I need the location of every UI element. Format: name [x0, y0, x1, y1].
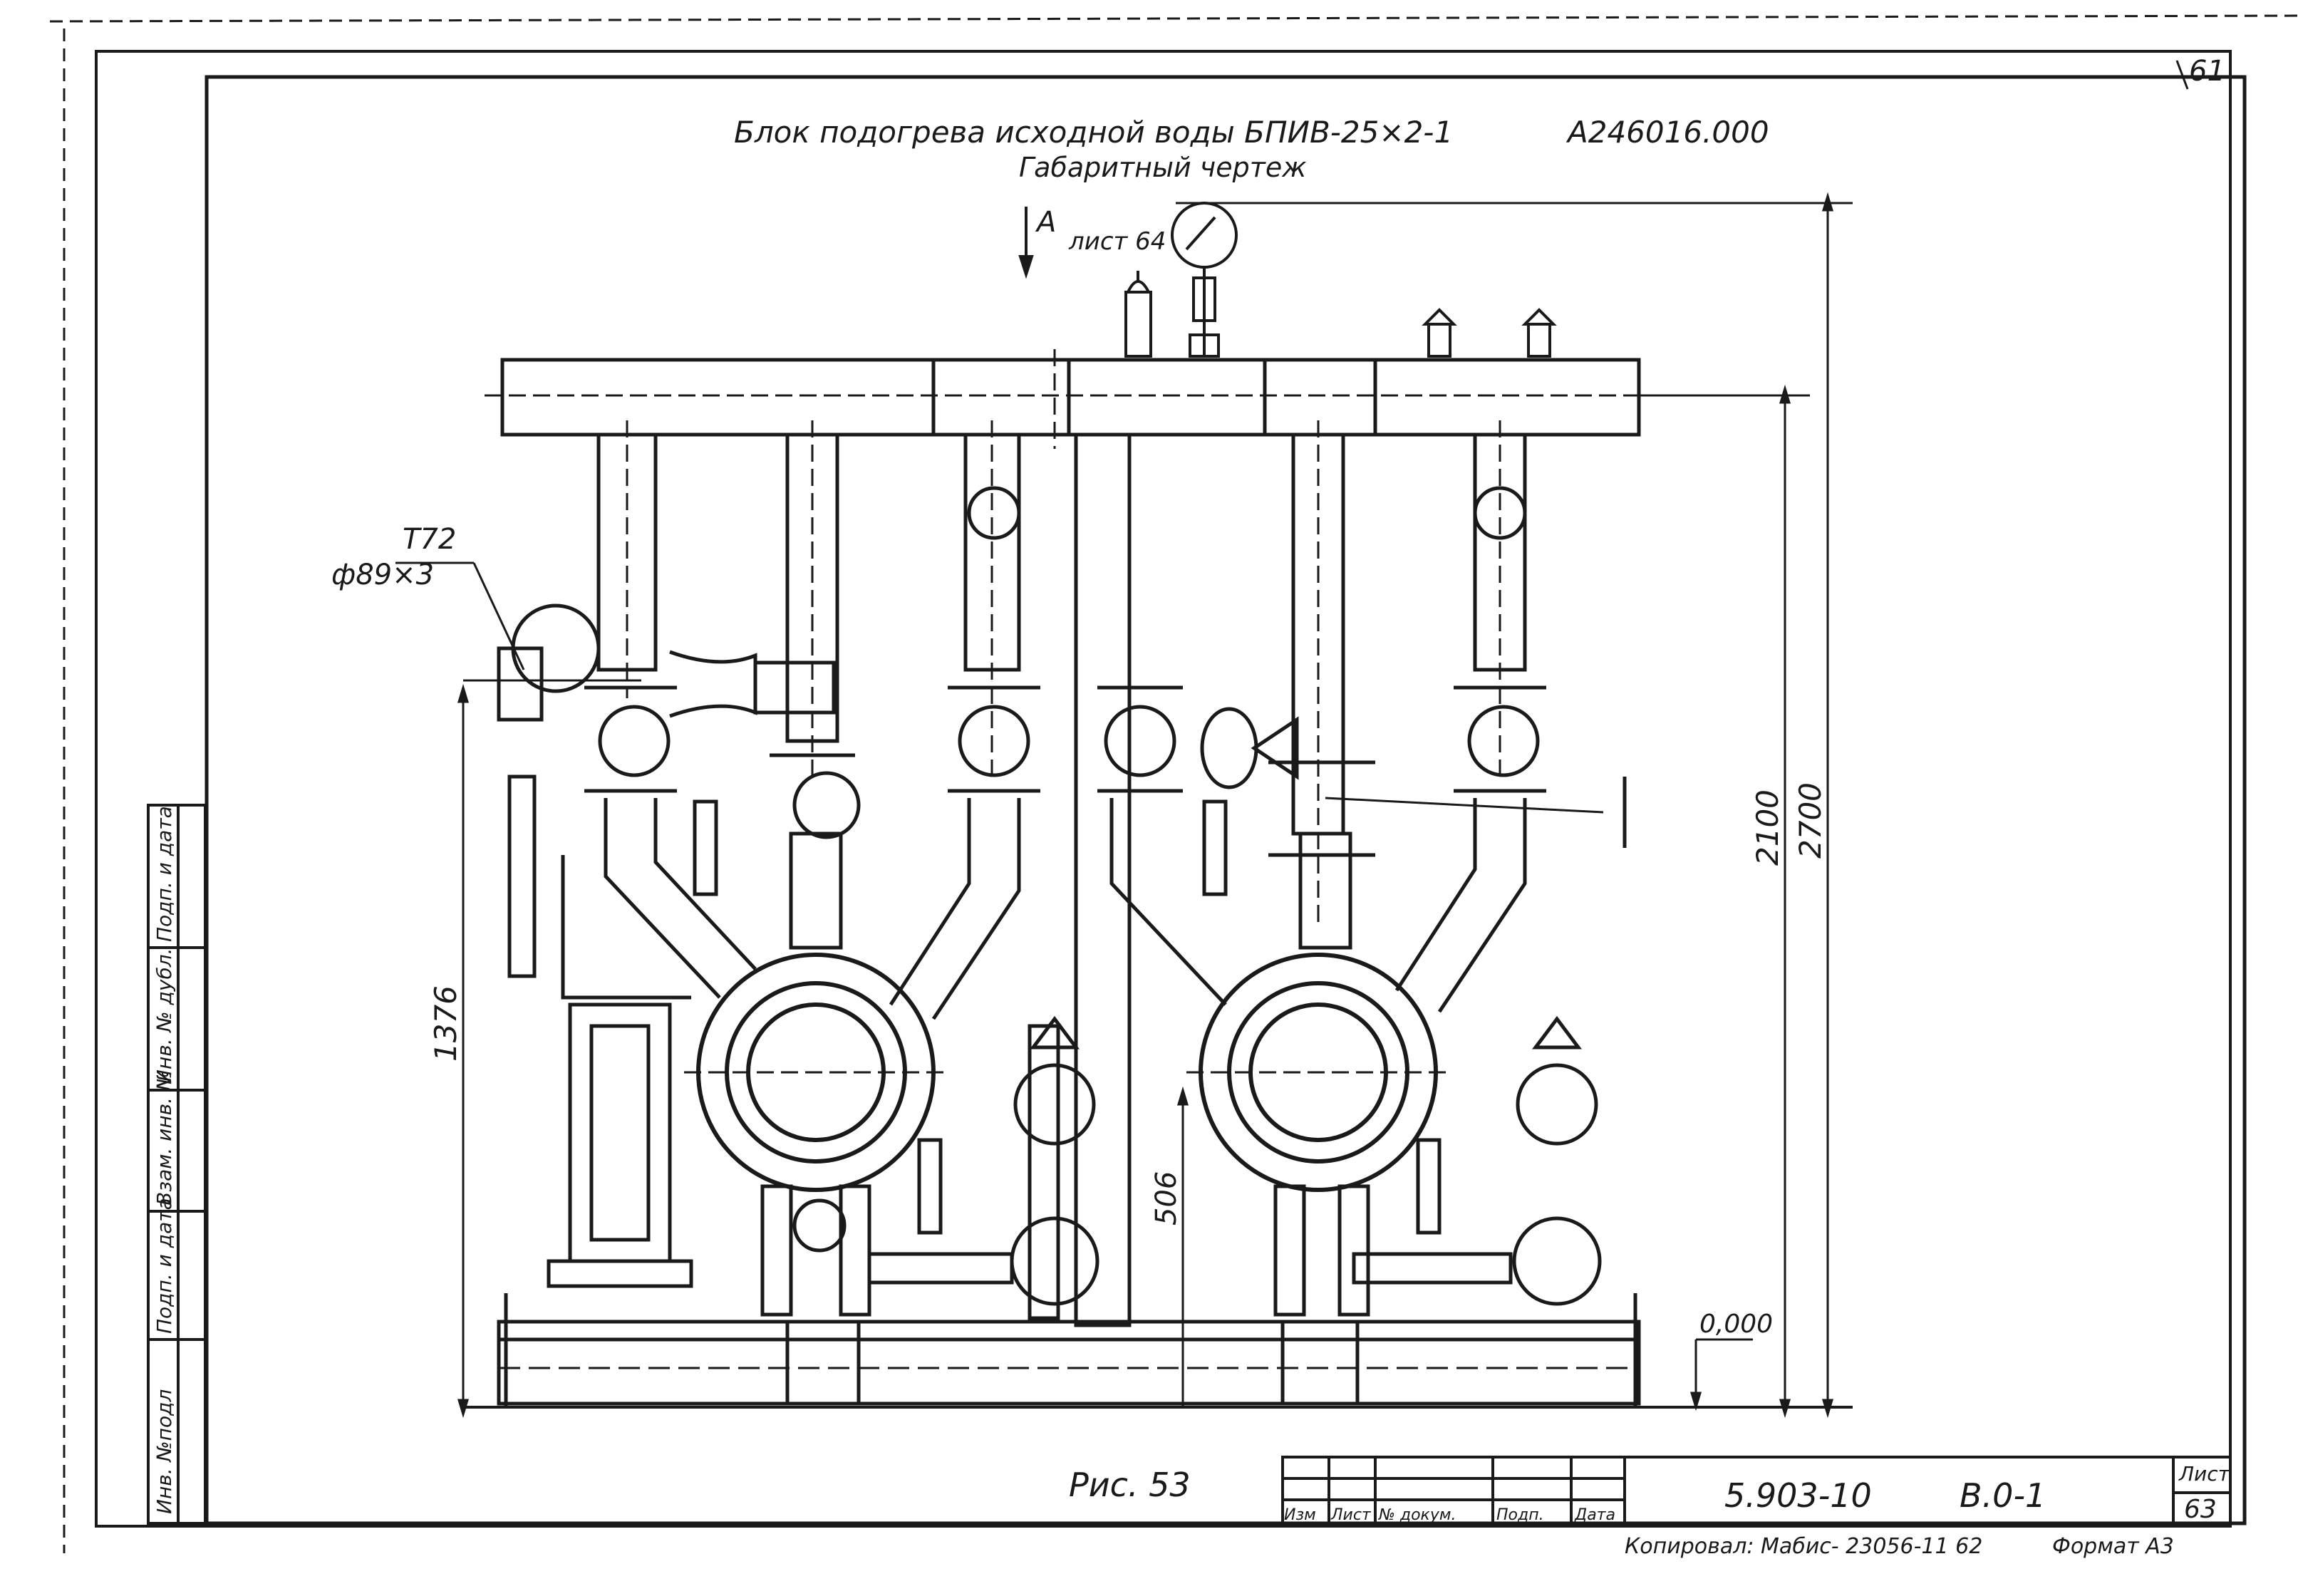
tb-header-doc: № докум.	[1378, 1506, 1456, 1524]
sheet-number: 63	[2184, 1495, 2217, 1524]
support-legs	[760, 1024, 1370, 1320]
page-number-top: 61	[2189, 55, 2225, 88]
heater-tank-left	[684, 953, 948, 1192]
tb-header-data: Дата	[1574, 1506, 1615, 1524]
callout-code: Т72	[403, 523, 456, 556]
stamp-vzam-inv: Взам. инв. №	[152, 1070, 176, 1206]
dim-2100: 2100	[1750, 789, 1785, 866]
left-stamp	[147, 804, 207, 1525]
document-section: В.0-1	[1960, 1476, 2046, 1515]
sheet-frame	[49, 14, 2303, 1553]
base-frame	[463, 1293, 1853, 1409]
sheet-label: Лист	[2178, 1462, 2230, 1486]
tb-header-izm: Изм	[1284, 1506, 1316, 1524]
heater-tank-right	[1186, 953, 1450, 1192]
drawing-code: А246016.000	[1565, 115, 1769, 150]
figure-caption: Рис. 53	[1069, 1466, 1191, 1504]
level-mark: 0,000	[1699, 1310, 1773, 1339]
document-code: 5.903-10	[1724, 1476, 1872, 1515]
title-line-2: Габаритный чертеж	[1019, 152, 1306, 183]
stamp-inv-podl: Инв. №подл	[152, 1389, 176, 1514]
callout-size: ф89×3	[331, 559, 434, 591]
title-block	[1281, 1456, 2232, 1525]
title-line-1: Блок подогрева исходной воды БПИВ-25×2-1	[734, 115, 1453, 150]
view-reference: лист 64	[1068, 227, 1166, 256]
pipe-valves	[497, 486, 1627, 857]
view-a-arrow	[1018, 207, 1034, 279]
left-filter-column	[507, 774, 693, 1288]
view-label: А	[1035, 206, 1056, 239]
stamp-podp-data-2: Подп. и дата	[152, 806, 176, 942]
thermometer-icon	[1422, 308, 1557, 358]
dimension-lines	[395, 192, 1853, 1419]
tb-header-podp: Подп.	[1496, 1506, 1544, 1524]
paper-format: Формат А3	[2052, 1534, 2174, 1559]
copied-by: Копировал: Мабис- 23056-11 62	[1625, 1534, 1982, 1559]
stamp-podp-data-1: Подп. и дата	[152, 1198, 176, 1334]
pump-units	[693, 799, 1602, 1306]
valve-icon	[1124, 271, 1152, 358]
dim-1376: 1376	[428, 985, 463, 1062]
y-branch-pipes	[604, 798, 1527, 1020]
stamp-inv-dubl: Инв. № дубл.	[152, 948, 176, 1084]
dim-506: 506	[1150, 1171, 1183, 1226]
tb-header-list: Лист	[1330, 1506, 1372, 1524]
dim-2700: 2700	[1793, 782, 1828, 859]
header-pipe	[485, 349, 1653, 449]
